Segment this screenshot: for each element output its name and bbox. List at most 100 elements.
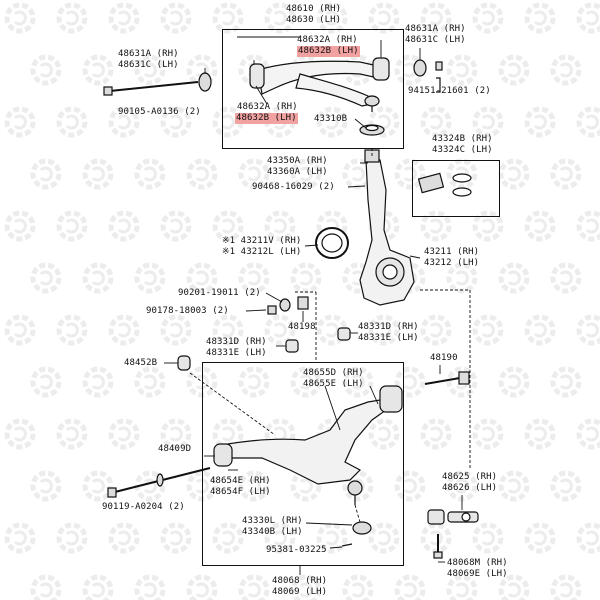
label-48331d-right: 48331D (RH) <box>358 322 419 332</box>
upper-arm-bolt <box>103 72 212 96</box>
watermark-logo-icon <box>30 574 62 600</box>
watermark-logo-icon <box>498 158 530 190</box>
label-43310b: 43310B <box>314 114 348 124</box>
lower-arm-box <box>202 362 404 566</box>
watermark-logo-icon <box>4 106 36 138</box>
watermark-logo-icon <box>56 418 88 450</box>
watermark-logo-icon <box>30 54 62 86</box>
watermark-logo-icon <box>368 522 400 554</box>
label-43330l: 43330L (RH) <box>242 516 303 526</box>
watermark-logo-icon <box>550 366 582 398</box>
label-43340b: 43340B (LH) <box>242 527 303 537</box>
label-48331d-left: 48331D (RH) <box>206 337 267 347</box>
nut-right <box>435 61 443 71</box>
watermark-logo-icon <box>524 210 556 242</box>
watermark-logo-icon <box>550 54 582 86</box>
steering-knuckle <box>359 149 415 306</box>
watermark-logo-icon <box>498 366 530 398</box>
seal-kit-box <box>412 160 500 217</box>
watermark-logo-icon <box>316 2 348 34</box>
watermark-logo-icon <box>108 418 140 450</box>
cam-plate-48625 <box>427 509 479 525</box>
watermark-logo-icon <box>238 158 270 190</box>
watermark-logo-icon <box>134 262 166 294</box>
watermark-logo-icon <box>4 418 36 450</box>
watermark-logo-icon <box>238 574 270 600</box>
watermark-logo-icon <box>472 106 504 138</box>
watermark-logo-icon <box>368 2 400 34</box>
watermark-logo-icon <box>576 210 600 242</box>
watermark-logo-icon <box>186 574 218 600</box>
watermark-logo-icon <box>238 470 270 502</box>
label-90105: 90105-A0136 (2) <box>118 107 201 117</box>
watermark-logo-icon <box>576 522 600 554</box>
watermark-logo-icon <box>420 418 452 450</box>
cam-bolt <box>424 377 461 385</box>
watermark-logo-icon <box>134 158 166 190</box>
watermark-logo-icon <box>498 262 530 294</box>
label-43350a: 43350A (RH) <box>267 156 328 166</box>
watermark-logo-icon <box>56 314 88 346</box>
stabilizer-washer <box>279 298 291 312</box>
watermark-logo-icon <box>524 418 556 450</box>
watermark-logo-icon <box>160 106 192 138</box>
watermark-logo-icon <box>576 418 600 450</box>
label-48631c-right: 48631C (LH) <box>405 35 466 45</box>
watermark-logo-icon <box>212 210 244 242</box>
washer-right <box>413 59 427 77</box>
watermark-logo-icon <box>550 470 582 502</box>
label-48655d: 48655D (RH) <box>303 368 364 378</box>
label-48625: 48625 (RH) <box>442 472 498 482</box>
label-48068m: 48068M (RH) <box>447 558 508 568</box>
watermark-logo-icon <box>82 54 114 86</box>
bushing-d-right <box>337 327 351 341</box>
watermark-logo-icon <box>56 522 88 554</box>
label-48632b-bottom[interactable]: 48632B (LH) <box>235 113 298 124</box>
label-48331e-left: 48331E (LH) <box>206 348 267 358</box>
label-48631a-left: 48631A (RH) <box>118 49 179 59</box>
watermark-logo-icon <box>82 262 114 294</box>
watermark-logo-icon <box>4 210 36 242</box>
watermark-logo-icon <box>4 314 36 346</box>
watermark-logo-icon <box>160 210 192 242</box>
watermark-logo-icon <box>472 418 504 450</box>
watermark-logo-icon <box>134 574 166 600</box>
watermark-logo-icon <box>30 158 62 190</box>
label-94151: 94151-21601 (2) <box>408 86 491 96</box>
label-43212: 43212 (LH) <box>424 258 480 268</box>
watermark-logo-icon <box>82 574 114 600</box>
watermark-logo-icon <box>368 314 400 346</box>
watermark-logo-icon <box>264 2 296 34</box>
label-48626: 48626 (LH) <box>442 483 498 493</box>
label-48632a-top: 48632A (RH) <box>297 35 358 45</box>
watermark-logo-icon <box>290 262 322 294</box>
label-48409d: 48409D <box>158 444 192 454</box>
watermark-logo-icon <box>472 522 504 554</box>
watermark-logo-icon <box>420 106 452 138</box>
label-43360a: 43360A (LH) <box>267 167 328 177</box>
watermark-logo-icon <box>108 106 140 138</box>
label-43211v: ※1 43211V (RH) <box>222 236 302 246</box>
watermark-logo-icon <box>420 2 452 34</box>
watermark-logo-icon <box>160 418 192 450</box>
watermark-logo-icon <box>134 54 166 86</box>
label-43211: 43211 (RH) <box>424 247 480 257</box>
watermark-logo-icon <box>160 314 192 346</box>
lower-ball-joint-boot <box>352 521 372 535</box>
watermark-logo-icon <box>394 158 426 190</box>
label-48069e: 48069E (LH) <box>447 569 508 579</box>
stabilizer-nut <box>267 305 277 315</box>
watermark-logo-icon <box>394 470 426 502</box>
label-48632b-top[interactable]: 48632B (LH) <box>297 46 360 57</box>
bushing-48452b <box>177 355 191 371</box>
label-48198: 48198 <box>288 322 316 332</box>
watermark-logo-icon <box>472 210 504 242</box>
label-48069: 48069 (LH) <box>272 587 328 597</box>
watermark-logo-icon <box>394 366 426 398</box>
cam-plate <box>297 296 309 310</box>
watermark-logo-icon <box>264 522 296 554</box>
watermark-logo-icon <box>524 106 556 138</box>
watermark-logo-icon <box>238 262 270 294</box>
watermark-logo-icon <box>108 314 140 346</box>
